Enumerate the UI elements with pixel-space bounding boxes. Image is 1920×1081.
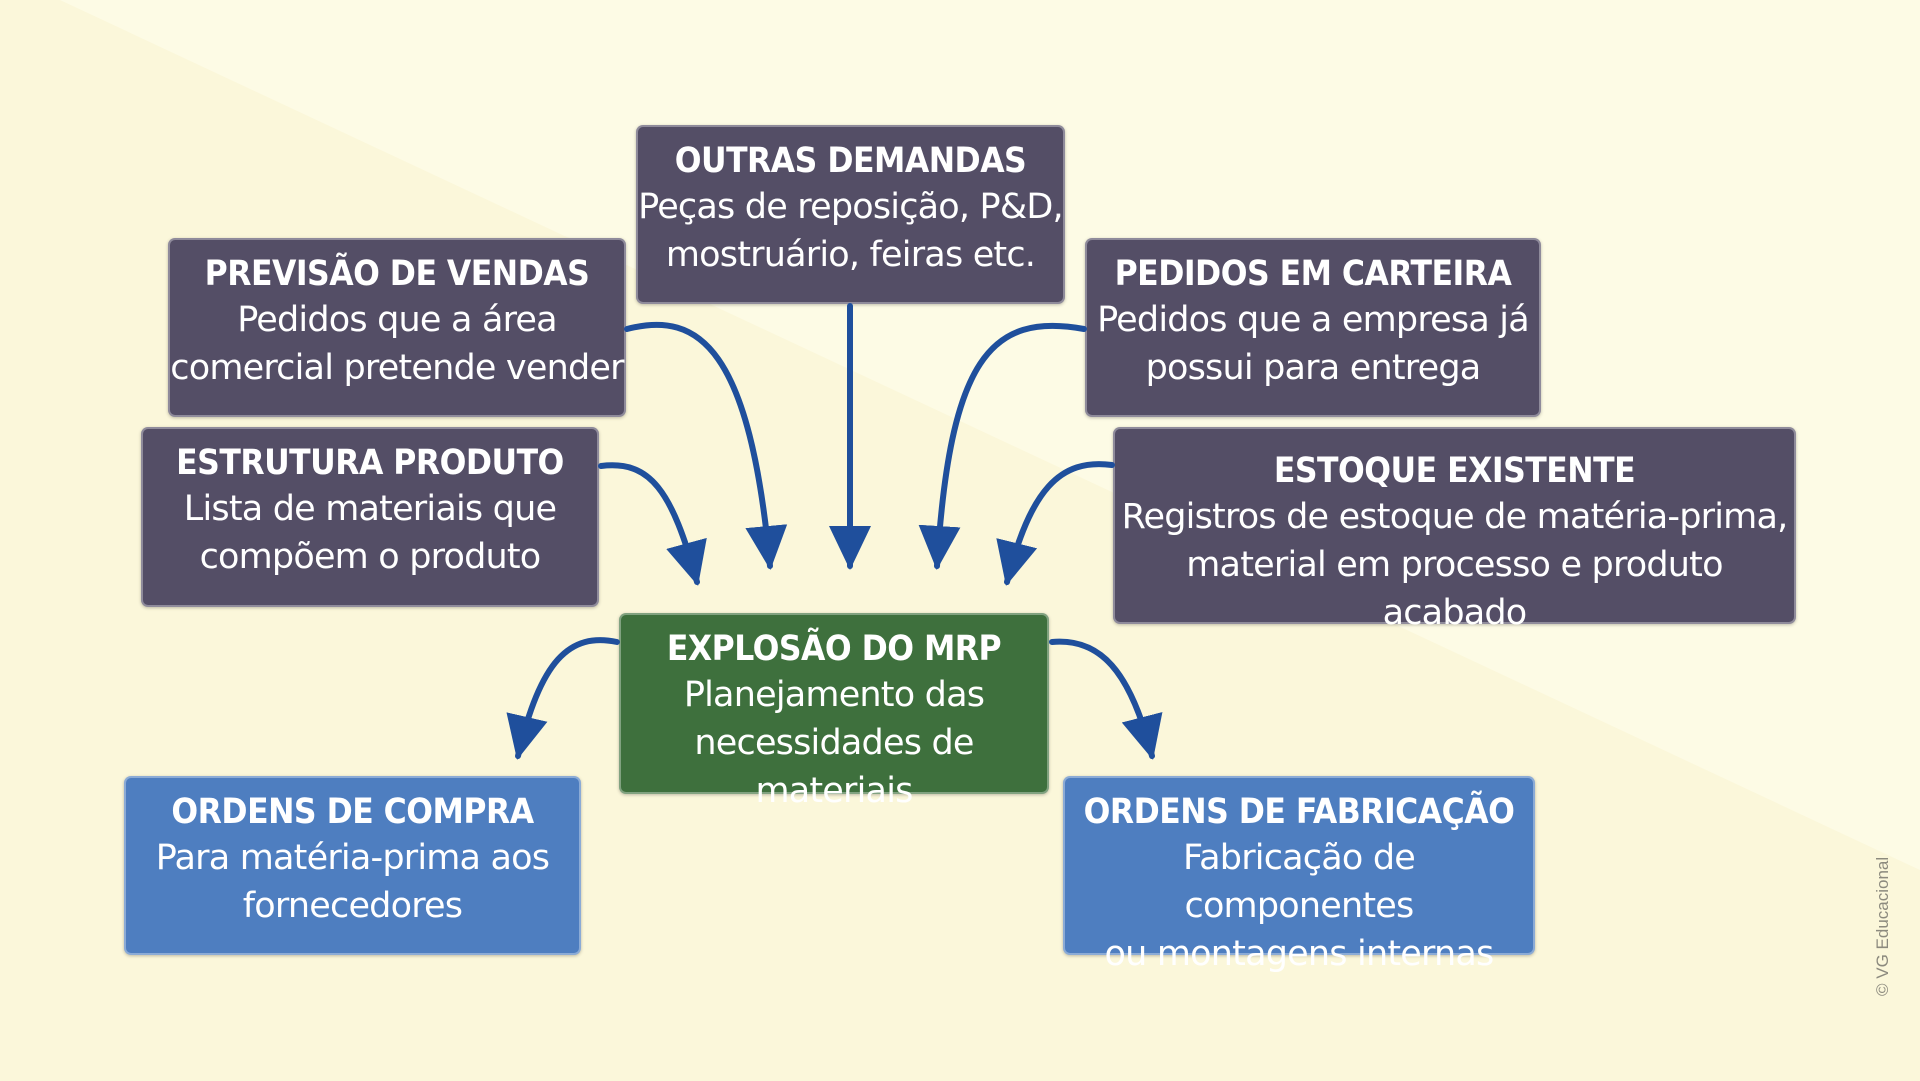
box-title: PREVISÃO DE VENDAS bbox=[204, 254, 590, 294]
box-estoque-existente: ESTOQUE EXISTENTE Registros de estoque d… bbox=[1113, 427, 1796, 633]
copyright-credit: © VG Educacional bbox=[1873, 856, 1892, 996]
box-description-line: fornecedores bbox=[242, 886, 463, 926]
box-description-line: material em processo e produto acabado bbox=[1186, 545, 1723, 633]
box-description-line: Lista de materiais que bbox=[183, 489, 557, 529]
box-description-line: Para matéria-prima aos bbox=[155, 838, 550, 878]
box-description-line: ou montagens internas bbox=[1104, 934, 1495, 974]
box-ordens-de-compra: ORDENS DE COMPRA Para matéria-prima aos … bbox=[124, 776, 581, 955]
box-ordens-de-fabricacao: ORDENS DE FABRICAÇÃO Fabricação de compo… bbox=[1063, 776, 1535, 974]
box-description-line: comercial pretende vender bbox=[170, 348, 624, 388]
box-explosao-do-mrp: EXPLOSÃO DO MRP Planejamento das necessi… bbox=[619, 613, 1049, 811]
box-title: ORDENS DE FABRICAÇÃO bbox=[1083, 792, 1515, 832]
box-description-line: Peças de reposição, P&D, bbox=[638, 187, 1064, 227]
box-description-line: necessidades de materiais bbox=[694, 723, 974, 811]
box-title: EXPLOSÃO DO MRP bbox=[666, 629, 1002, 669]
box-outras-demandas: OUTRAS DEMANDAS Peças de reposição, P&D,… bbox=[636, 125, 1065, 304]
box-description-line: Pedidos que a área bbox=[237, 300, 557, 340]
box-description-line: Pedidos que a empresa já bbox=[1097, 300, 1530, 340]
box-description-line: Registros de estoque de matéria-prima, bbox=[1121, 497, 1789, 537]
box-estrutura-produto: ESTRUTURA PRODUTO Lista de materiais que… bbox=[141, 427, 599, 607]
box-title: ESTOQUE EXISTENTE bbox=[1273, 451, 1636, 491]
box-description-line: Planejamento das bbox=[683, 675, 985, 715]
box-title: ORDENS DE COMPRA bbox=[171, 792, 534, 832]
box-title: OUTRAS DEMANDAS bbox=[674, 141, 1027, 181]
box-description-line: compõem o produto bbox=[199, 537, 542, 577]
box-title: PEDIDOS EM CARTEIRA bbox=[1114, 254, 1512, 294]
box-description-line: Fabricação de componentes bbox=[1183, 838, 1416, 926]
box-title: ESTRUTURA PRODUTO bbox=[176, 443, 564, 483]
box-pedidos-em-carteira: PEDIDOS EM CARTEIRA Pedidos que a empres… bbox=[1085, 238, 1541, 417]
box-description-line: possui para entrega bbox=[1145, 348, 1482, 388]
box-description-line: mostruário, feiras etc. bbox=[665, 235, 1036, 275]
box-previsao-de-vendas: PREVISÃO DE VENDAS Pedidos que a área co… bbox=[168, 238, 626, 417]
